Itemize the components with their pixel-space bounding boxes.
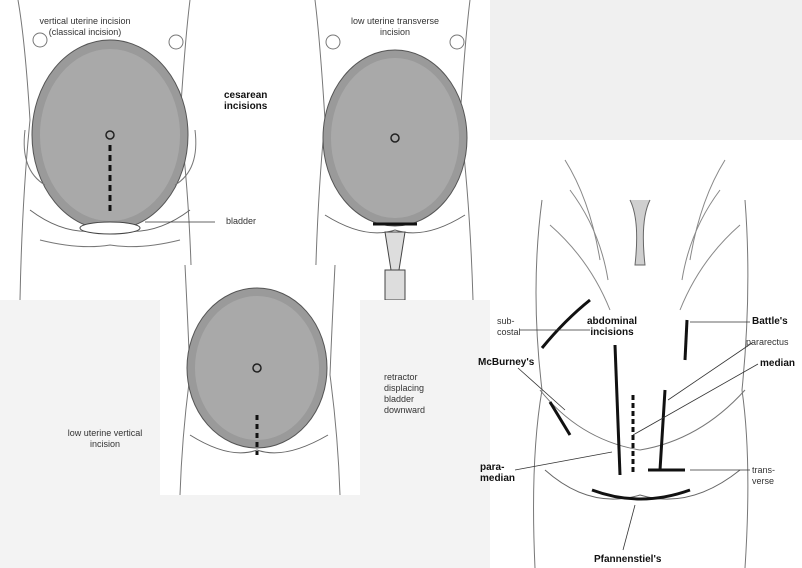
retractor-label: retractor displacing bladder downward [384,372,444,416]
battles-label: Battle's [752,316,788,327]
pfannenstiel-label: Pfannenstiel's [594,554,661,565]
panel-low-vertical [160,265,360,495]
low-vertical-illustration [160,265,360,495]
paramedian-label: para-median [480,462,520,484]
low-transverse-illustration [295,0,490,300]
abdominal-incisions-illustration [490,140,802,568]
panel-classical-incision: vertical uterine incision (classical inc… [0,0,215,300]
mcburneys-label: McBurney's [478,357,534,368]
classical-incision-label: vertical uterine incision (classical inc… [20,16,150,38]
low-transverse-label: low uterine transverse incision [345,16,445,38]
classical-incision-illustration [0,0,215,300]
subcostal-label: sub-costal [497,316,537,338]
background-strip-right [490,0,802,140]
transverse-label: trans-verse [752,465,782,487]
bladder-label: bladder [226,216,256,227]
median-label: median [760,358,795,369]
low-vertical-label: low uterine vertical incision [60,428,150,450]
pararectus-label: pararectus [746,337,789,348]
abdominal-incisions-title: abdominal incisions [582,316,642,338]
panel-abdominal-incisions [490,140,802,568]
panel-low-transverse: low uterine transverse incision [295,0,490,300]
cesarean-title: cesarean incisions [224,90,284,112]
